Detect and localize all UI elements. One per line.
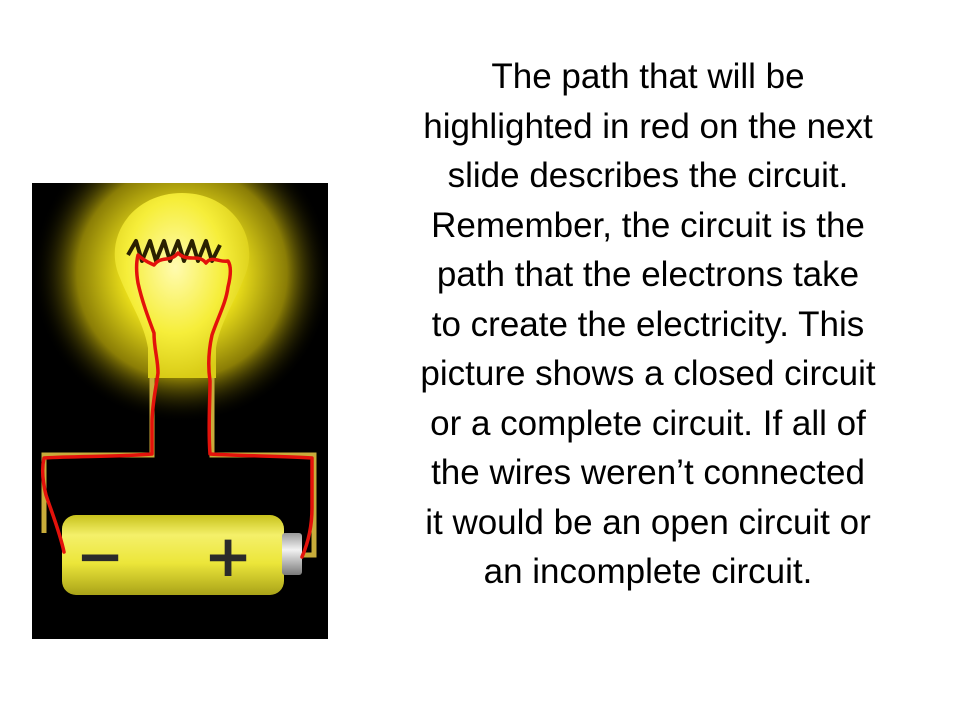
body-text-line: Remember, the circuit is the [431,205,865,245]
battery [62,515,284,595]
positive-symbol: + [204,522,253,590]
body-text-line: or a complete circuit. If all of [430,403,866,443]
battery-terminal [282,533,302,575]
circuit-illustration: − + [32,183,328,639]
circuit-drawing: − + [32,183,328,639]
body-text-line: highlighted in red on the next [423,106,873,146]
body-text-line: to create the electricity. This [431,304,865,344]
body-text-line: path that the electrons take [436,255,860,294]
body-text-line: it would be an open circuit or [425,502,871,542]
slide-body-text: The path that will be highlighted in red… [350,52,946,597]
body-text-line: an incomplete circuit. [483,552,813,591]
highlighted-circuit-path [40,251,314,559]
light-bulb [114,193,250,378]
body-text-line: The path that will be [491,57,805,96]
right-wire [209,378,317,558]
body-text-line: picture shows a closed circuit [420,354,876,393]
body-text-line: the wires weren’t connected [431,453,865,492]
body-text-line: slide describes the circuit. [447,156,849,195]
negative-symbol: − [76,522,125,590]
